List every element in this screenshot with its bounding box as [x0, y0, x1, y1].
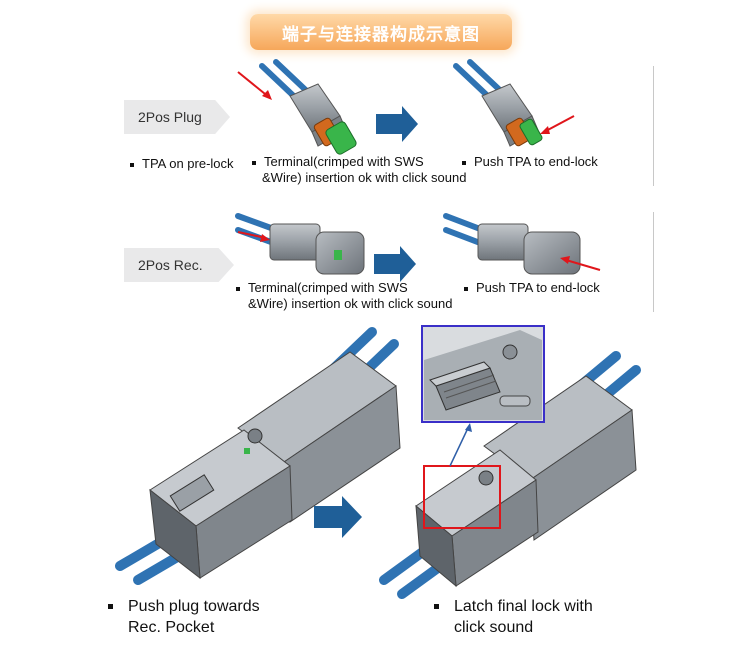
mating-caption-push-line2: Rec. Pocket [128, 619, 215, 636]
plug-note-tpa-pre-lock: TPA on pre-lock [130, 156, 234, 172]
plug-pre-lock-illustration [237, 59, 357, 155]
plug-note-terminal-line1: Terminal(crimped with SWS [264, 154, 424, 169]
receptacle-note-terminal-line2: &Wire) insertion ok with click sound [248, 296, 453, 311]
mating-final-lock-illustration [379, 351, 641, 599]
mating-push-illustration [115, 327, 401, 585]
plug-note-push-tpa: Push TPA to end-lock [462, 154, 598, 170]
right-divider [653, 66, 654, 186]
lock-highlight-box [423, 465, 501, 529]
mating-caption-latch-line1: Latch final lock with [454, 598, 593, 615]
page-title: 端子与连接器构成示意图 [250, 14, 512, 50]
plug-note-terminal-line2: &Wire) insertion ok with click sound [262, 170, 467, 185]
receptacle-label-tag: 2Pos Rec. [124, 248, 234, 282]
receptacle-note-push-tpa-text: Push TPA to end-lock [476, 280, 600, 295]
receptacle-insertion-illustration [235, 213, 365, 275]
mating-caption-latch: Latch final lock with click sound [434, 596, 593, 638]
mating-caption-push-line1: Push plug towards [128, 598, 260, 615]
mating-caption-push: Push plug towards Rec. Pocket [108, 596, 260, 638]
receptacle-note-push-tpa: Push TPA to end-lock [464, 280, 600, 296]
block-arrow-right-icon [376, 106, 418, 142]
detail-pointer-line [449, 427, 469, 467]
block-arrow-right-icon [314, 496, 362, 538]
latch-detail-inset [421, 325, 545, 423]
receptacle-note-terminal-insertion: Terminal(crimped with SWS &Wire) inserti… [236, 280, 452, 312]
plug-note-tpa-pre-lock-text: TPA on pre-lock [142, 156, 234, 171]
plug-note-terminal-insertion: Terminal(crimped with SWS &Wire) inserti… [252, 154, 466, 186]
plug-note-push-tpa-text: Push TPA to end-lock [474, 154, 598, 169]
plug-label-tag: 2Pos Plug [124, 100, 230, 134]
mating-caption-latch-line2: click sound [454, 619, 534, 636]
block-arrow-right-icon [374, 246, 416, 282]
plug-end-lock-illustration [453, 59, 575, 147]
receptacle-end-lock-illustration [443, 213, 601, 275]
receptacle-note-terminal-line1: Terminal(crimped with SWS [248, 280, 408, 295]
right-divider-2 [653, 212, 654, 312]
detail-pointer-arrowhead [465, 423, 472, 432]
